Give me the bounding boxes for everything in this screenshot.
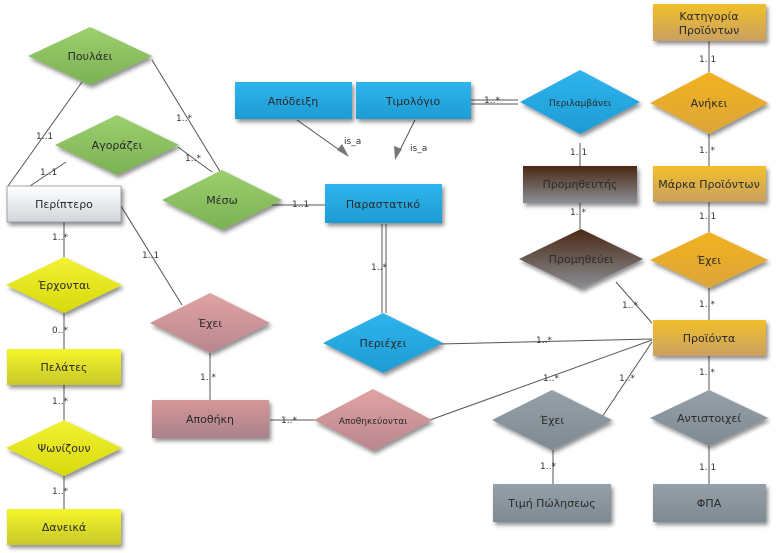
entity-timi[interactable]: Τιμή Πώλησεως [493,484,611,522]
card-erxontai-pelates: 0..* [52,326,68,336]
card-parastatiko-periexei: 1..* [371,263,387,273]
line-periptero-poulaei [7,81,83,187]
card-poulaei-periptero: 1..1 [36,132,53,142]
relationship-perilamvanei[interactable]: Περιλαμβάνει [520,70,640,134]
relationship-label: Περιλαμβάνει [549,99,611,109]
card-poulaei-meso: 1..* [176,114,192,124]
entity-periptero[interactable]: Περίπτερο [6,185,122,223]
entity-promitheftis[interactable]: Προμηθευτής [523,166,637,203]
relationship-label: Έχει [539,414,565,427]
relationship-meso[interactable]: Μέσω [162,170,282,230]
relationship-label: Αντιστοιχεί [677,412,741,425]
entity-daneika[interactable]: Δανεικά [7,509,121,545]
entity-parastatiko[interactable]: Παραστατικό [325,184,442,223]
relationship-label: Έρχονται [37,279,90,292]
card-apothiki-apothikevontai: 1..* [281,416,297,426]
line-periptero-exei [120,205,183,306]
card-exei-proionta: 1..* [699,300,715,310]
entity-pelates[interactable]: Πελάτες [7,349,121,385]
relationship-antistoixei[interactable]: Αντιστοιχεί [650,390,768,446]
entity-kategoria[interactable]: Κατηγορία Προϊόντων [653,4,766,41]
entity-apothiki[interactable]: Αποθήκη [152,400,269,438]
relationship-label: Έχει [197,317,223,330]
card-periptero-exei: 1..1 [142,251,159,261]
line-apothikevontai-proionta [429,339,653,421]
line-periexei-proionta [439,338,653,345]
relationship-exei-apothiki[interactable]: Έχει [150,293,270,353]
line-apodeixi-parastatiko [296,119,346,155]
cardinality-labels: 1..1 1..* 1..1 1..* 1..1 1..* 0..* 1..* … [36,55,716,497]
relationship-label: Πουλάει [68,50,113,63]
relationship-periexei[interactable]: Περιέχει [323,313,443,373]
line-proionta-exei-timi [599,341,653,421]
card-agorazei-meso: 1..* [185,154,201,164]
card-anikei-marka: 1..* [699,146,715,156]
entity-apodeixi[interactable]: Απόδειξη [235,82,352,119]
card-kategoria-anikei: 1..1 [699,55,716,65]
relationship-promitheuei[interactable]: Προμηθεύει [519,229,643,289]
relationship-label: Προμηθεύει [549,253,614,266]
card-periptero-erxontai: 1..* [52,233,68,243]
line-periptero-agorazei [29,161,67,187]
relationship-poulaei[interactable]: Πουλάει [28,27,152,85]
entity-label: Προμηθευτής [542,178,617,191]
relationship-label: Αγοράζει [92,139,143,152]
relationship-anikei[interactable]: Ανήκει [650,72,768,134]
isa-label-apodeixi: is_a [344,137,361,147]
card-antistoixei-fpa: 1..1 [699,463,716,473]
line-poulaei-meso [151,59,225,179]
entity-proionta[interactable]: Προϊόντα [653,320,766,356]
entity-label: Τιμή Πώλησεως [507,497,595,510]
card-meso-parastatiko: 1..1 [292,200,309,210]
entity-label: Προϊόντα [683,332,735,345]
relationship-exei-timi[interactable]: Έχει [492,390,612,450]
card-exei-timi-timi: 1..* [540,462,556,472]
card-exei-apothiki: 1..* [200,373,216,383]
isa-label-timologio: is_a [410,144,427,154]
entity-label: Δανεικά [42,521,86,534]
entity-label: Περίπτερο [35,198,93,211]
card-psonizoun-daneika: 1..* [52,487,68,497]
relationship-label: Μέσω [206,194,238,207]
card-marka-exei: 1..1 [699,212,716,222]
relationship-exei-marka[interactable]: Έχει [650,232,768,288]
entity-label: Πελάτες [40,361,87,374]
relationship-label: Αποθηκεύονται [339,416,408,427]
entity-label-line-2: Προϊόντων [679,24,740,37]
card-proionta-antistoixei: 1..* [699,368,715,378]
card-periexei-proionta: 1..* [536,336,552,346]
entity-label: Μάρκα Προϊόντων [658,178,760,191]
card-promitheftis-promitheuei: 1..* [570,208,586,218]
relationship-psonizoun[interactable]: Ψωνίζουν [6,420,122,476]
line-promitheuei-proionta [615,281,653,324]
relationship-apothikevontai[interactable]: Αποθηκεύονται [314,389,432,451]
entity-timologio[interactable]: Τιμολόγιο [356,82,471,119]
card-apothikevontai-proionta: 1..* [543,374,559,384]
entity-label: Απόδειξη [268,95,318,108]
entity-label: Αποθήκη [186,413,234,426]
entity-label: Παραστατικό [346,198,420,211]
entity-label: ΦΠΑ [697,497,722,510]
connector-lines [7,41,710,509]
card-agorazei-periptero: 1..1 [40,168,57,178]
line-agorazei-meso [177,146,213,173]
card-proionta-exei-timi: 1..* [619,374,635,384]
isa-arrow-timologio [394,146,402,160]
relationship-erxontai[interactable]: Έρχονται [6,257,122,313]
card-perilamvanei-promitheftis: 1..1 [570,148,587,158]
relationship-label: Ανήκει [691,97,728,110]
card-timologio-perilamvanei: 1..* [484,96,500,106]
entity-label: Τιμολόγιο [385,95,441,108]
entity-label-line-1: Κατηγορία [679,10,738,23]
isa-arrow-apodeixi [337,144,349,157]
entity-fpa[interactable]: ΦΠΑ [653,484,766,522]
relationship-label: Περιέχει [360,337,407,350]
relationship-agorazei[interactable]: Αγοράζει [55,115,179,175]
relationship-label: Έχει [696,254,722,267]
card-pelates-psonizoun: 1..* [52,397,68,407]
relationship-label: Ψωνίζουν [38,442,91,455]
entity-marka[interactable]: Μάρκα Προϊόντων [653,166,766,202]
card-promitheuei-proionta: 1..* [622,301,638,311]
